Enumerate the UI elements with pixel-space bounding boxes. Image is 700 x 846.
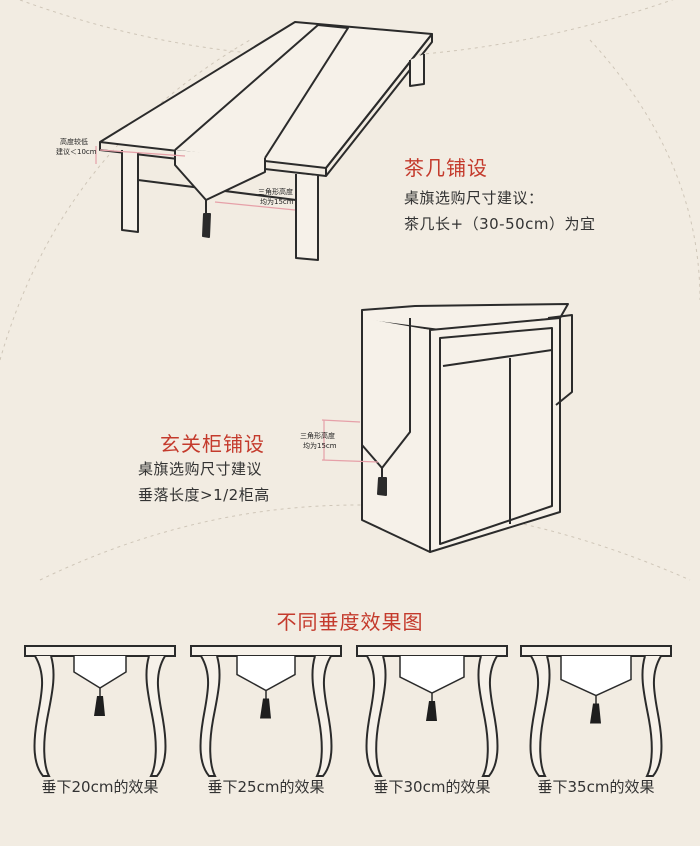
drape-caption-30: 垂下30cm的效果 xyxy=(373,778,491,796)
runner-flap xyxy=(560,656,632,697)
triangle-note-line-1: 三角形高度 xyxy=(258,188,293,196)
cabinet-triangle-note-2: 均为15cm xyxy=(303,442,337,450)
tassel xyxy=(260,698,271,719)
drape-table-25 xyxy=(190,645,342,777)
coffee-table-line-1: 桌旗选购尺寸建议： xyxy=(404,189,544,207)
height-note-line-2: 建议＜10cm xyxy=(56,148,97,156)
runner-flap xyxy=(73,656,127,689)
coffee-table-text: 桌旗选购尺寸建议： 茶几长+（30-50cm）为宜 xyxy=(404,185,596,237)
cabinet-triangle-note-1: 三角形高度 xyxy=(300,432,335,440)
height-note-line-1: 高度较低 xyxy=(60,138,88,146)
cabinet-text: 桌旗选购尺寸建议 垂落长度>1/2柜高 xyxy=(138,456,270,508)
runner-flap xyxy=(236,656,296,692)
cabinet-line-2: 垂落长度>1/2柜高 xyxy=(138,486,270,504)
drape-table-35 xyxy=(520,645,672,777)
cabinet-line-1: 桌旗选购尺寸建议 xyxy=(138,460,263,478)
tassel xyxy=(94,696,105,716)
runner-flap xyxy=(399,656,465,694)
drape-caption-20: 垂下20cm的效果 xyxy=(41,778,159,796)
triangle-note-line-2: 均为15cm xyxy=(260,198,294,206)
drape-title: 不同垂度效果图 xyxy=(276,610,424,634)
tassel xyxy=(590,703,601,724)
tassel xyxy=(426,701,437,721)
drape-table-30 xyxy=(356,645,508,777)
coffee-table-title: 茶几铺设 xyxy=(404,156,488,180)
coffee-table-line-2: 茶几长+（30-50cm）为宜 xyxy=(404,215,596,233)
drape-caption-35: 垂下35cm的效果 xyxy=(537,778,655,796)
cabinet-title: 玄关柜铺设 xyxy=(160,432,265,456)
drape-table-20 xyxy=(24,645,176,777)
drape-caption-25: 垂下25cm的效果 xyxy=(207,778,325,796)
